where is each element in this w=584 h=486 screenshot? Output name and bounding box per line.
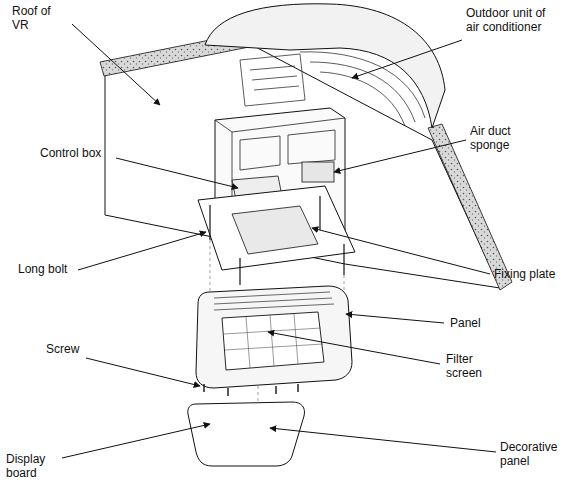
panel bbox=[196, 286, 352, 388]
fixing-plate bbox=[198, 186, 355, 270]
part-label: Air duct sponge bbox=[470, 124, 532, 152]
decorative-panel bbox=[188, 402, 305, 466]
part-label: Outdoor unit of air conditioner bbox=[466, 6, 550, 34]
air-duct-sponge bbox=[302, 162, 334, 182]
leader-line bbox=[62, 24, 496, 458]
panel-grille bbox=[214, 292, 334, 310]
part-label: Panel bbox=[450, 316, 500, 330]
fixing-plate-opening bbox=[232, 206, 318, 254]
part-label: Long bolt bbox=[18, 262, 80, 276]
outdoor-unit-grille bbox=[240, 54, 305, 106]
part-label: Screw bbox=[46, 342, 96, 356]
filter-mesh bbox=[224, 314, 323, 368]
part-label: Display board bbox=[6, 452, 60, 480]
part-label: Roof of VR bbox=[12, 4, 62, 32]
part-label: Filter screen bbox=[446, 352, 498, 380]
part-label: Fixing plate bbox=[494, 267, 574, 281]
part-label: Decorative panel bbox=[500, 440, 576, 468]
part-label: Control box bbox=[40, 146, 120, 160]
filter-screen bbox=[222, 312, 324, 370]
long-bolt bbox=[210, 196, 344, 285]
screw bbox=[204, 384, 298, 396]
